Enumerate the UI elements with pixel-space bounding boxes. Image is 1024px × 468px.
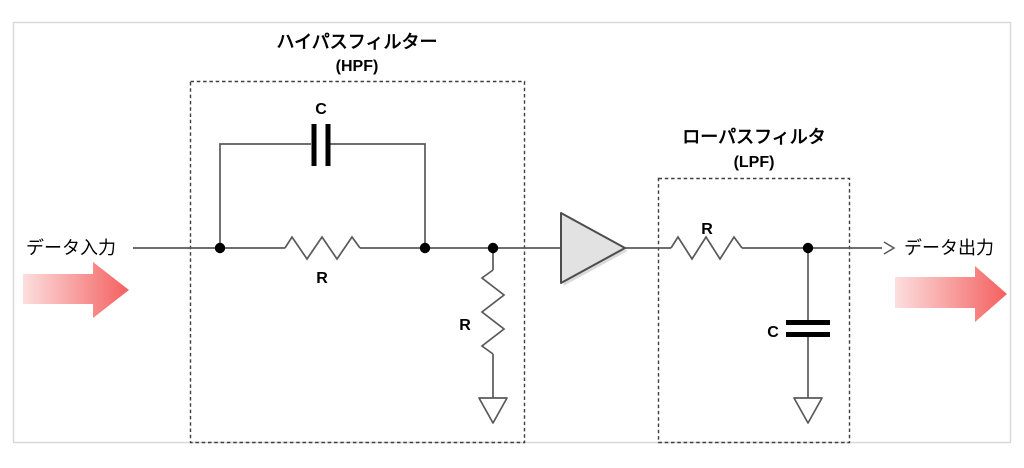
hpf-shunt-resistor-label: R bbox=[459, 317, 471, 334]
hpf-series-resistor-label: R bbox=[316, 270, 328, 287]
input-label: データ入力 bbox=[26, 238, 116, 258]
output-arrowhead-icon bbox=[883, 241, 896, 255]
junction-dot-lpf-shunt bbox=[802, 242, 814, 254]
hpf-dashed-box bbox=[189, 80, 526, 444]
lpf-title: ローパスフィルタ bbox=[682, 127, 825, 147]
junction-dot-hpf-loop bbox=[419, 242, 431, 254]
junction-dot-hpf-input bbox=[214, 242, 226, 254]
lpf-series-resistor-icon bbox=[670, 235, 743, 261]
hpf-loop-wire-left bbox=[219, 143, 311, 248]
lpf-series-resistor-label: R bbox=[701, 221, 713, 238]
lpf-ground-icon bbox=[793, 397, 823, 424]
lpf-subtitle: (LPF) bbox=[734, 154, 775, 171]
lpf-shunt-capacitor-label: C bbox=[767, 324, 779, 341]
output-label: データ出力 bbox=[904, 238, 994, 258]
hpf-title: ハイパスフィルター bbox=[277, 32, 438, 52]
lpf-dashed-box bbox=[657, 177, 851, 444]
wires bbox=[133, 143, 896, 398]
hpf-shunt-resistor-icon bbox=[480, 269, 506, 355]
buffer-amplifier-icon bbox=[560, 212, 626, 284]
output-block-arrow-icon bbox=[895, 266, 1007, 322]
input-block-arrow-icon bbox=[23, 262, 129, 318]
hpf-ground-icon bbox=[478, 397, 508, 424]
hpf-loop-wire-right bbox=[330, 143, 426, 248]
outer-border bbox=[12, 21, 1012, 444]
hpf-capacitor-label: C bbox=[315, 101, 327, 118]
lpf-shunt-capacitor-icon bbox=[786, 320, 830, 337]
hpf-series-resistor-icon bbox=[284, 235, 361, 261]
hpf-capacitor-icon bbox=[311, 124, 331, 166]
junction-dot-hpf-shunt bbox=[487, 242, 499, 254]
hpf-subtitle: (HPF) bbox=[336, 58, 379, 75]
